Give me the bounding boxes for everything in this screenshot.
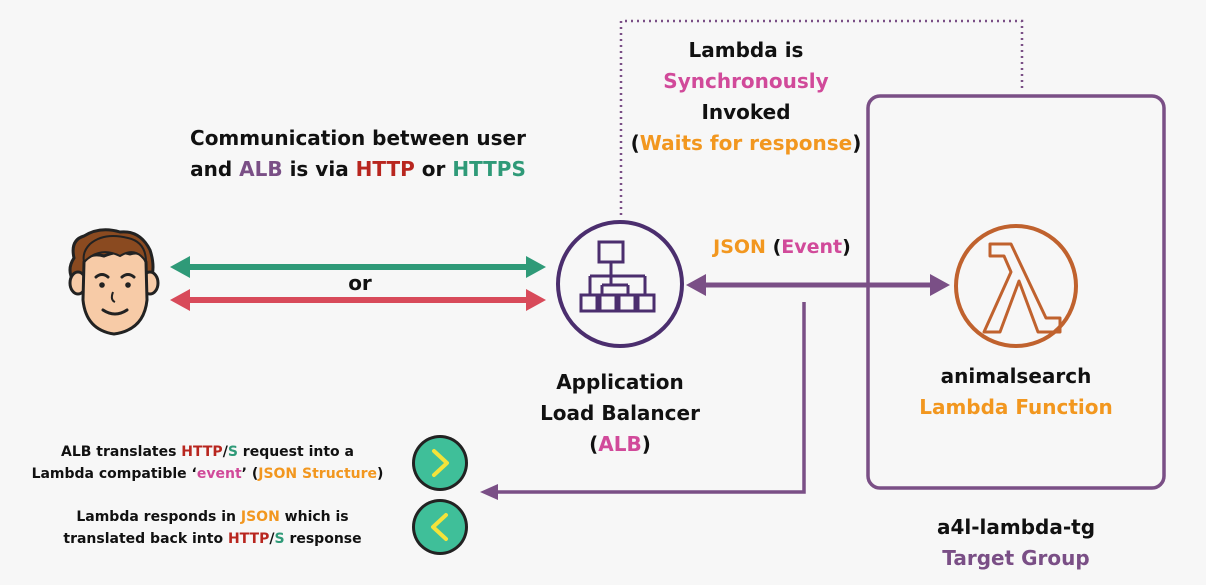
- paren: ): [842, 236, 851, 258]
- json-event-label: JSON (Event): [698, 236, 866, 258]
- alb-label: Application Load Balancer (ALB): [510, 367, 730, 460]
- alb-line1: Application: [556, 370, 684, 394]
- note-text: response: [284, 531, 362, 547]
- target-group-box: [866, 94, 1166, 490]
- comm-line2: and ALB is via HTTP or HTTPS: [160, 154, 556, 185]
- https-arrow: [170, 256, 546, 278]
- comm-text: is via: [282, 157, 356, 181]
- note1-line1: ALB translates HTTP/S request into a: [10, 441, 405, 463]
- note2-line1: Lambda responds in JSON which is: [30, 506, 395, 528]
- note2-line2: translated back into HTTP/S response: [30, 528, 395, 550]
- target-group-name: a4l-lambda-tg: [936, 515, 1096, 539]
- translate-request-note: ALB translates HTTP/S request into a Lam…: [10, 441, 405, 485]
- paren: ): [641, 432, 651, 456]
- note-text: ALB translates: [61, 444, 182, 460]
- waits-text: Waits for response: [639, 131, 853, 155]
- note-text: translated back into: [63, 531, 228, 547]
- note-text: which is: [279, 509, 349, 525]
- response-arrow: [480, 302, 806, 500]
- dotted-connector: [619, 19, 1024, 215]
- note1-line2: Lambda compatible ‘event’ (JSON Structur…: [10, 463, 405, 485]
- sync-line3: Invoked: [701, 100, 791, 124]
- paren: (: [765, 236, 782, 258]
- or-label: or: [348, 271, 372, 295]
- note-json-structure: JSON Structure: [258, 466, 378, 482]
- comm-text: and: [190, 157, 240, 181]
- note-text: Lambda compatible ‘: [31, 466, 197, 482]
- note-text: request into a: [237, 444, 354, 460]
- user-face-icon: [68, 228, 160, 336]
- note-text: Lambda responds in: [76, 509, 241, 525]
- lambda-icon: [954, 224, 1078, 348]
- alb-line2: Load Balancer: [540, 401, 700, 425]
- lambda-sync-note: Lambda is Synchronously Invoked (Waits f…: [606, 35, 886, 159]
- comm-alb: ALB: [239, 157, 283, 181]
- note-text: ): [377, 466, 384, 482]
- sync-line2: Synchronously: [663, 69, 829, 93]
- note-http: HTTP: [181, 444, 223, 460]
- note-s: S: [274, 531, 285, 547]
- note-slash: /: [222, 444, 228, 460]
- note-http: HTTP: [227, 531, 270, 547]
- load-balancer-icon: [556, 220, 684, 348]
- note-json: JSON: [240, 509, 280, 525]
- json-event-arrow: [686, 274, 950, 296]
- alb-abbr: ALB: [598, 432, 642, 456]
- json-text: JSON: [713, 236, 766, 258]
- target-group-type: Target Group: [942, 546, 1090, 570]
- chevron-right-icon: [412, 435, 468, 491]
- lambda-function-label: animalsearch Lambda Function: [896, 361, 1136, 423]
- sync-line1: Lambda is: [688, 38, 804, 62]
- function-type: Lambda Function: [919, 395, 1113, 419]
- comm-https: HTTPS: [452, 157, 526, 181]
- paren: (: [630, 131, 640, 155]
- chevron-left-icon: [412, 499, 468, 555]
- comm-text: or: [414, 157, 453, 181]
- paren: (: [589, 432, 599, 456]
- note-slash: /: [269, 531, 275, 547]
- comm-line1: Communication between user: [190, 126, 526, 150]
- event-text: Event: [781, 236, 843, 258]
- sync-line4: (Waits for response): [606, 128, 886, 159]
- translate-response-note: Lambda responds in JSON which is transla…: [30, 506, 395, 550]
- comm-http: HTTP: [355, 157, 415, 181]
- note-text: ’ (: [241, 466, 259, 482]
- communication-note: Communication between user and ALB is vi…: [160, 123, 556, 185]
- function-name: animalsearch: [940, 364, 1092, 388]
- target-group-label: a4l-lambda-tg Target Group: [896, 512, 1136, 574]
- note-event: event: [196, 466, 242, 482]
- note-s: S: [227, 444, 238, 460]
- http-arrow: [170, 289, 546, 311]
- alb-line3: (ALB): [510, 429, 730, 460]
- paren: ): [852, 131, 862, 155]
